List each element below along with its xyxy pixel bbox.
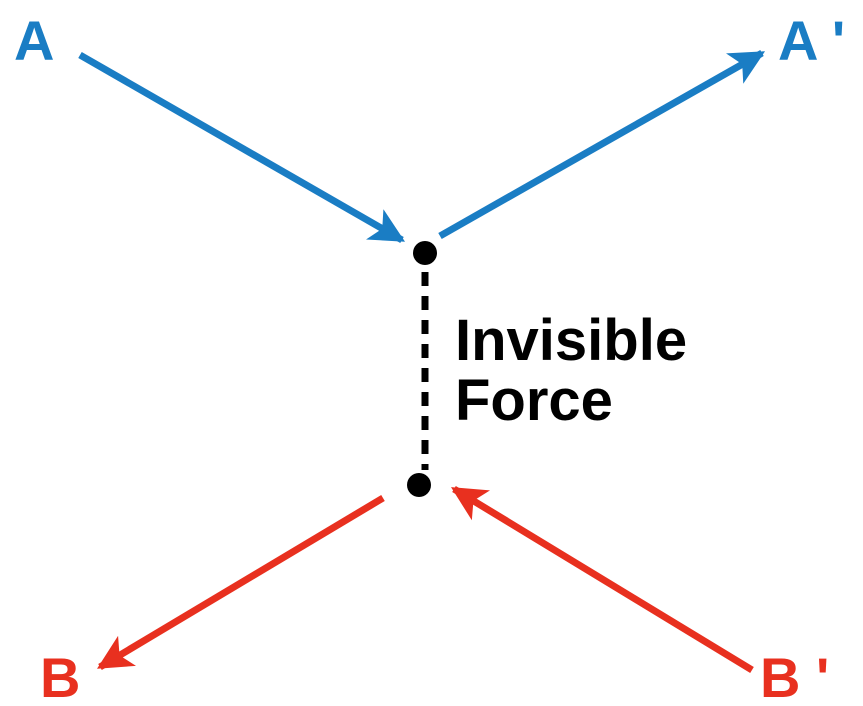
label-invisible: Invisible [455, 308, 687, 373]
label-b: B [40, 646, 80, 706]
label-a: A [14, 9, 54, 72]
particle-a-incoming-arrow [78, 51, 406, 244]
label-a-prime: A ' [778, 9, 845, 72]
upper-vertex [413, 241, 437, 265]
particle-b-incoming-arrow [451, 486, 754, 673]
label-b-prime: B ' [760, 646, 829, 706]
label-force: Force [455, 368, 613, 433]
lower-vertex [407, 473, 431, 497]
particle-b-outgoing-arrow [96, 494, 385, 671]
particle-a-outgoing-arrow [438, 49, 766, 240]
